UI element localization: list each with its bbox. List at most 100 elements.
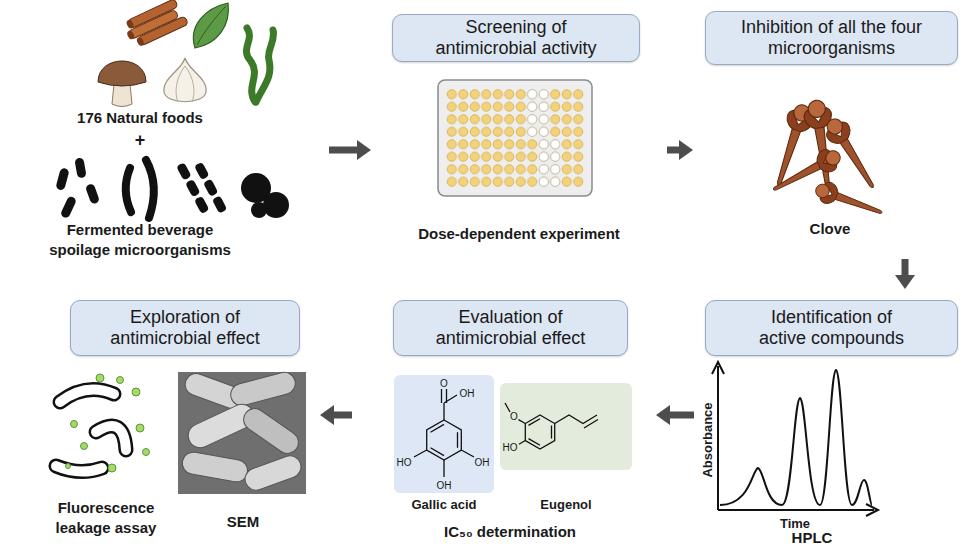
mushroom-icon (98, 61, 146, 107)
mushroom-icon (98, 61, 146, 86)
step-caption: Dose-dependent experiment (398, 224, 640, 244)
sem-image (181, 450, 250, 483)
step-header: Identification of active compounds (705, 300, 958, 356)
cinnamon-icon (122, 0, 189, 49)
fluorescent-dots (136, 424, 144, 432)
clove-illustration (768, 144, 845, 200)
leaf-icon (197, 6, 226, 45)
seaweed-icon (246, 28, 273, 102)
rod-bacteria (74, 157, 86, 178)
clove-illustration (766, 98, 886, 222)
fluorescent-dots (108, 464, 116, 472)
compound-name: Eugenol (506, 497, 626, 512)
leakage-bacteria (56, 390, 126, 472)
fluorescent-dots (71, 421, 78, 428)
garlic-icon (164, 58, 206, 102)
leaf-icon (193, 3, 228, 48)
cinnamon-icon (138, 16, 189, 46)
rod-bacteria (55, 157, 100, 219)
fluorescent-dots (143, 449, 150, 456)
rod-bacteria (85, 183, 100, 205)
gallic-acid-structure (414, 450, 474, 477)
eugenol-structure (519, 441, 525, 445)
hplc-chart (712, 362, 724, 510)
mushroom-icon (112, 84, 132, 107)
hplc-chart (720, 370, 872, 505)
seaweed-icon (246, 28, 273, 102)
compound-box: OOHHOOHOHGallic acid (394, 375, 494, 493)
sem-image (228, 370, 297, 408)
clove-illustration (820, 114, 883, 194)
cinnamon-icon (128, 9, 179, 39)
sem-image (182, 370, 246, 411)
axis-label: Absorbance (700, 402, 715, 477)
flow-arrow (902, 259, 909, 275)
source-panel: 176 Natural foods+ Fermented beverage spo… (20, 0, 322, 270)
eugenol-structure (505, 403, 525, 424)
microplate (527, 88, 550, 138)
step-panel: Evaluation of antimicrobial effectIC₅₀ d… (360, 298, 648, 550)
leakage-bacteria (96, 426, 126, 450)
cinnamon-icon (125, 19, 134, 30)
sem-image (239, 404, 302, 458)
yeast-cells (241, 173, 271, 203)
yeast-cells (263, 192, 289, 218)
hplc-chart (712, 362, 878, 516)
fluorescent-dots (81, 443, 88, 450)
step-header: Exploration of antimicrobial effect (70, 300, 300, 356)
atom-label: OH (460, 388, 475, 399)
clove-illustration (812, 178, 885, 222)
compound-name: Gallic acid (384, 497, 504, 512)
atom-label: OH (437, 480, 452, 491)
atom-label: OH (475, 457, 490, 468)
panel-caption: 176 Natural foods (40, 108, 240, 128)
fluorescent-dots (132, 388, 140, 396)
cinnamon-icon (127, 0, 178, 29)
flow-arrow (667, 147, 679, 154)
chain-bacteria (194, 196, 209, 214)
clove-illustration (766, 101, 817, 189)
gallic-acid-structure (442, 389, 458, 420)
cinnamon-icon (126, 30, 135, 41)
gallic-acid-structure (427, 420, 462, 460)
sem-image (178, 370, 306, 494)
chain-bacteria (176, 162, 191, 180)
chain-bacteria (194, 162, 209, 180)
leakage-bacteria (60, 390, 114, 403)
atom-label: O (510, 411, 518, 422)
curved-bacteria (146, 160, 154, 218)
rod-bacteria (60, 195, 77, 219)
flow-arrow (329, 147, 357, 154)
panel-caption: Fermented beverage spoilage microorganis… (40, 220, 240, 259)
hplc-chart (718, 504, 878, 516)
chain-bacteria (185, 179, 200, 197)
rod-bacteria (55, 167, 69, 191)
plus-sign: + (40, 130, 240, 151)
step-panel: Inhibition of all the four microorganism… (700, 5, 962, 253)
step-caption: Clove (760, 219, 900, 239)
step-caption: SEM (210, 512, 276, 532)
chain-bacteria (212, 195, 227, 213)
leakage-bacteria (56, 466, 102, 472)
atom-label: HO (397, 457, 412, 468)
chain-bacteria (176, 155, 227, 221)
flow-arrow (334, 412, 352, 419)
sem-image (178, 372, 306, 494)
step-caption: Fluorescence leakage assay (44, 498, 168, 537)
microplate (538, 138, 561, 188)
atom-label: O (440, 378, 448, 389)
step-panel: Screening of antimicrobial activityDose-… (378, 8, 660, 258)
fluorescent-dots (66, 374, 150, 472)
eugenol-structure (525, 415, 554, 449)
curved-bacteria (126, 160, 154, 218)
sem-image (184, 400, 258, 451)
fluorescent-dots (66, 464, 71, 469)
leaf-icon (193, 3, 228, 48)
clove-illustration (802, 98, 842, 190)
fluorescent-dots (96, 374, 104, 382)
leakage-bacteria (56, 466, 102, 472)
step-header: Inhibition of all the four microorganism… (705, 11, 958, 65)
eugenol-structure (555, 415, 598, 428)
